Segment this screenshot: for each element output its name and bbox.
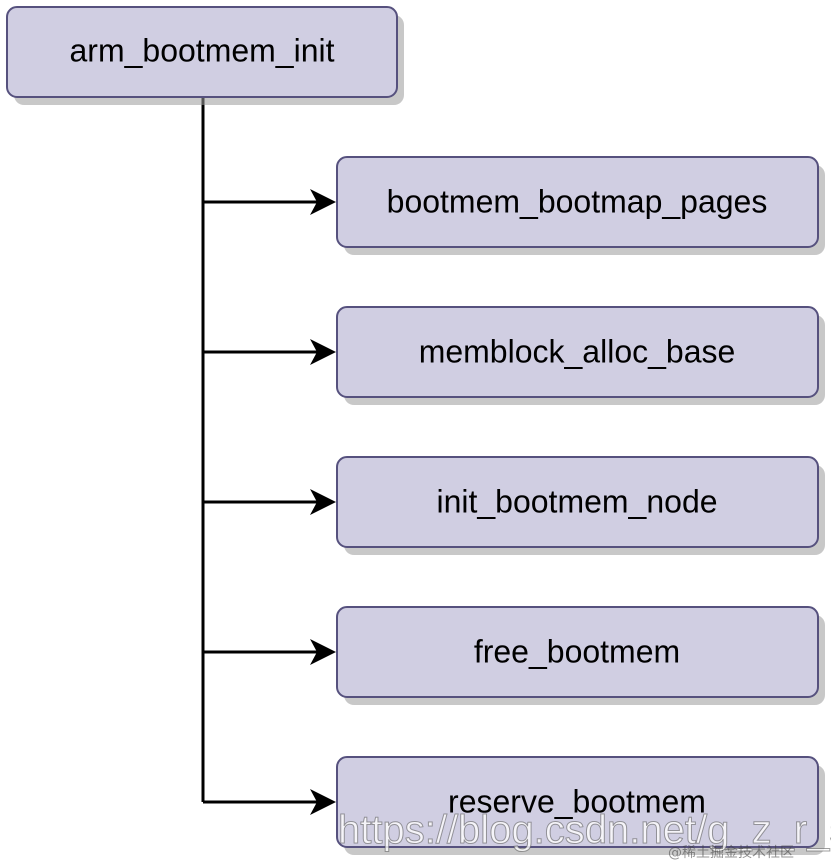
child-node-label: memblock_alloc_base bbox=[419, 333, 736, 369]
edges bbox=[201, 97, 336, 815]
url-watermark: https://blog.csdn.net/g_z_r_s bbox=[337, 808, 831, 853]
root-node-label: arm_bootmem_init bbox=[70, 32, 335, 68]
community-watermark: @稀土掘金技术社区 bbox=[668, 845, 794, 861]
child-node-memblock-alloc-base: memblock_alloc_base bbox=[336, 306, 825, 405]
root-node: arm_bootmem_init bbox=[6, 6, 404, 105]
child-node-box bbox=[336, 156, 819, 248]
child-node-box bbox=[336, 756, 819, 848]
child-node-box bbox=[336, 306, 819, 398]
child-node-label: reserve_bootmem bbox=[448, 783, 706, 819]
child-node-label: init_bootmem_node bbox=[436, 483, 717, 519]
arrowhead-memblock-alloc-base bbox=[310, 339, 336, 365]
root-node-box bbox=[6, 6, 398, 98]
arrowhead-init-bootmem-node bbox=[310, 489, 336, 515]
child-node-label: bootmem_bootmap_pages bbox=[387, 183, 768, 219]
arrowhead-free-bootmem bbox=[310, 639, 336, 665]
child-node-box bbox=[336, 456, 819, 548]
child-node-label: free_bootmem bbox=[474, 633, 680, 669]
arrowhead-bootmem-bootmap-pages bbox=[310, 189, 336, 215]
arrowhead-reserve-bootmem bbox=[310, 789, 336, 815]
child-node-init-bootmem-node: init_bootmem_node bbox=[336, 456, 825, 555]
child-node-bootmem-bootmap-pages: bootmem_bootmap_pages bbox=[336, 156, 825, 255]
child-node-reserve-bootmem: reserve_bootmem bbox=[336, 756, 825, 855]
child-node-free-bootmem: free_bootmem bbox=[336, 606, 825, 705]
child-node-box bbox=[336, 606, 819, 698]
